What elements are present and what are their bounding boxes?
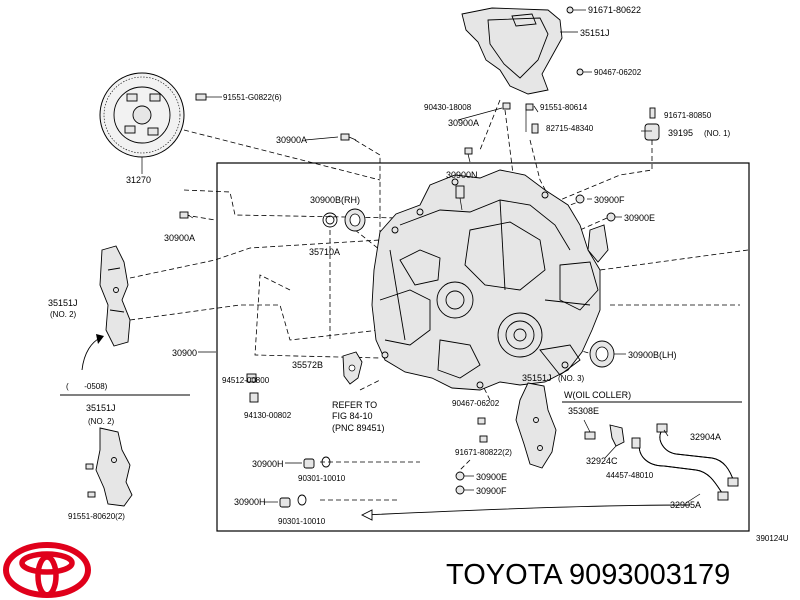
label-35308e: 35308E <box>568 406 599 416</box>
label-35151j-no2-note: (NO. 2) <box>50 310 77 319</box>
label-90430-18008: 90430-18008 <box>424 103 472 112</box>
label-39195-note: (NO. 1) <box>704 129 731 138</box>
assembly-frame <box>216 162 750 532</box>
label-44457-48010: 44457-48010 <box>606 471 654 480</box>
label-91671-80822: 91671-80822(2) <box>455 448 512 457</box>
direction-arrow <box>81 337 101 371</box>
label-94512-00800: 94512-00800 <box>222 376 270 385</box>
label-90301-10010-2: 90301-10010 <box>278 517 326 526</box>
bolt-90430-18008 <box>502 102 511 110</box>
label-91671-80850: 91671-80850 <box>664 111 712 120</box>
label-oil-cooler: W(OIL COLLER) <box>564 390 631 400</box>
label-refer-3: (PNC 89451) <box>332 423 385 433</box>
oil-cooler-box <box>562 401 742 501</box>
label-32905a: 32905A <box>670 500 701 510</box>
bolt-30900f-low <box>455 485 465 495</box>
sensor-30900n <box>455 185 465 211</box>
bolt-91551-80620 <box>85 463 94 470</box>
washer-30900e-top <box>606 212 616 222</box>
label-31270: 31270 <box>126 175 151 185</box>
label-30900h-1: 30900H <box>252 459 284 469</box>
label-30900h-2: 30900H <box>234 497 266 507</box>
label-30900a-left: 30900A <box>276 135 307 145</box>
toyota-logo-icon <box>3 542 91 598</box>
ring-35710a <box>322 212 338 228</box>
label-inset-91551-80620: 91551-80620(2) <box>68 512 125 521</box>
label-35151j-no3-note: (NO. 3) <box>558 374 585 383</box>
label-30900a-bolt: 30900A <box>164 233 195 243</box>
label-30900f-low: 30900F <box>476 486 507 496</box>
label-32924c: 32924C <box>586 456 618 466</box>
label-inset-range: ( -0508) <box>66 382 108 391</box>
label-inset-no2: (NO. 2) <box>88 417 115 426</box>
label-35151j-no2: 35151J <box>48 298 78 308</box>
bracket-32924c <box>609 424 625 447</box>
bolt-30900a-top <box>340 133 357 141</box>
label-91551-80614: 91551-80614 <box>540 103 588 112</box>
bracket-35151j-top <box>461 7 578 95</box>
bolt-90467-06202-low <box>477 417 486 425</box>
label-94130-00802: 94130-00802 <box>244 411 292 420</box>
label-35151j-no3: 35151J <box>522 373 552 383</box>
washer-30900e-low <box>455 471 465 481</box>
label-30900: 30900 <box>172 348 197 358</box>
label-90301-10010-1: 90301-10010 <box>298 474 346 483</box>
label-30900e-top: 30900E <box>624 213 655 223</box>
bolt-90467-06202-top <box>576 68 584 76</box>
bolt-30900a-center <box>464 147 473 163</box>
label-35151j-top: 35151J <box>580 28 610 38</box>
bracket-35151j-no2 <box>99 245 131 347</box>
bolt-30900f-top <box>575 194 585 204</box>
label-30900a-center: 30900A <box>448 118 479 128</box>
brand-caption: TOYOTA 9093003179 <box>446 559 730 591</box>
union-35308e <box>584 431 596 440</box>
label-30900e-low: 30900E <box>476 472 507 482</box>
label-91551-g0822: 91551-G0822(6) <box>223 93 282 102</box>
transaxle-housing-30900 <box>371 169 609 391</box>
clip-82715-48340 <box>531 123 539 134</box>
clamp-44457-48010 <box>631 437 641 449</box>
label-30900b-lh: 30900B(LH) <box>628 350 677 360</box>
label-30900b-rh: 30900B(RH) <box>310 195 360 205</box>
bolt-30900a-left <box>179 211 194 219</box>
assembly-arrow <box>364 504 691 516</box>
label-30900f-top: 30900F <box>594 195 625 205</box>
label-90467-06202-low: 90467-06202 <box>452 399 500 408</box>
label-35710a: 35710A <box>309 247 340 257</box>
plug-30900h-2 <box>279 497 291 508</box>
diagram-code: 390124U <box>756 534 789 543</box>
clutch-disc-31270 <box>99 72 185 174</box>
bolt-91551-g0822 <box>195 93 222 101</box>
bolt-94130-00802 <box>249 392 259 403</box>
label-39195: 39195 <box>668 128 693 138</box>
plug-30900h-1 <box>303 458 315 469</box>
switch-35572b <box>342 351 363 385</box>
gasket-90301-10010-1 <box>321 456 331 468</box>
seal-30900b-lh <box>589 340 615 368</box>
label-90467-06202-top: 90467-06202 <box>594 68 642 77</box>
seal-30900b-rh <box>344 208 366 232</box>
label-30900n: 30900N <box>446 170 478 180</box>
label-35572b: 35572B <box>292 360 323 370</box>
label-91671-80622: 91671-80622 <box>588 5 641 15</box>
bolt-91551-80614 <box>525 103 534 132</box>
label-refer-1: REFER TO <box>332 400 377 410</box>
inset-early-bracket <box>60 394 190 507</box>
label-82715-48340: 82715-48340 <box>546 124 594 133</box>
bracket-35151j-no3 <box>515 382 557 469</box>
label-inset-35151j: 35151J <box>86 403 116 413</box>
bolt-91671-80622 <box>566 6 574 14</box>
label-refer-2: FIG 84-10 <box>332 411 373 421</box>
label-32904a: 32904A <box>690 432 721 442</box>
bolt-91671-80822 <box>479 435 488 443</box>
gasket-90301-10010-2 <box>297 494 307 506</box>
mount-39195 <box>644 107 660 141</box>
